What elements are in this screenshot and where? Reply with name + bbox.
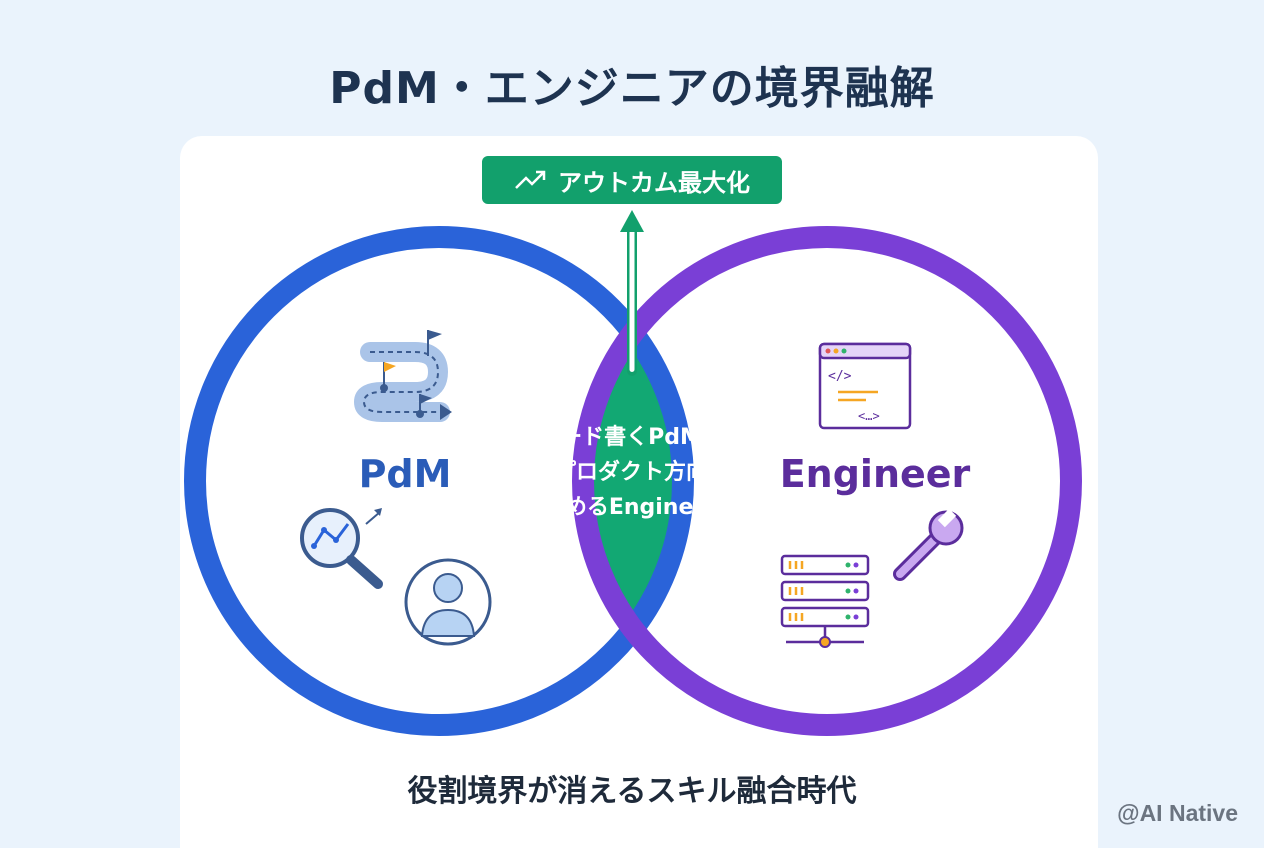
- roadmap-icon: [353, 330, 452, 422]
- user-avatar-icon: [404, 558, 492, 646]
- outcome-badge: アウトカム最大化: [482, 156, 782, 204]
- analytics-magnifier-icon: [300, 508, 383, 589]
- watermark: @AI Native: [1117, 800, 1238, 826]
- engineer-label: Engineer: [779, 452, 971, 496]
- overlap-line: プロダクト方向: [553, 460, 708, 485]
- overlap-line: コード書くPdM・: [538, 425, 724, 450]
- outcome-label: アウトカム最大化: [558, 168, 750, 197]
- up-arrow-icon: [620, 210, 644, 376]
- svg-text:<…>: <…>: [858, 409, 880, 423]
- wrench-icon: [893, 508, 964, 581]
- page-title: PdM・エンジニアの境界融解: [329, 63, 935, 114]
- code-window-icon: </> <…>: [818, 342, 912, 430]
- trend-up-icon: [515, 170, 546, 189]
- overlap-line: 決めるEngineer: [542, 495, 720, 520]
- overlap-text: コード書くPdM・ プロダクト方向 決めるEngineer: [506, 420, 756, 525]
- svg-text:</>: </>: [828, 369, 852, 384]
- diagram-caption: 役割境界が消えるスキル融合時代: [407, 774, 857, 809]
- server-rack-icon: [780, 554, 870, 648]
- engineer-circle: [572, 226, 1082, 736]
- pdm-circle: [184, 226, 694, 736]
- pdm-label: PdM: [358, 452, 452, 496]
